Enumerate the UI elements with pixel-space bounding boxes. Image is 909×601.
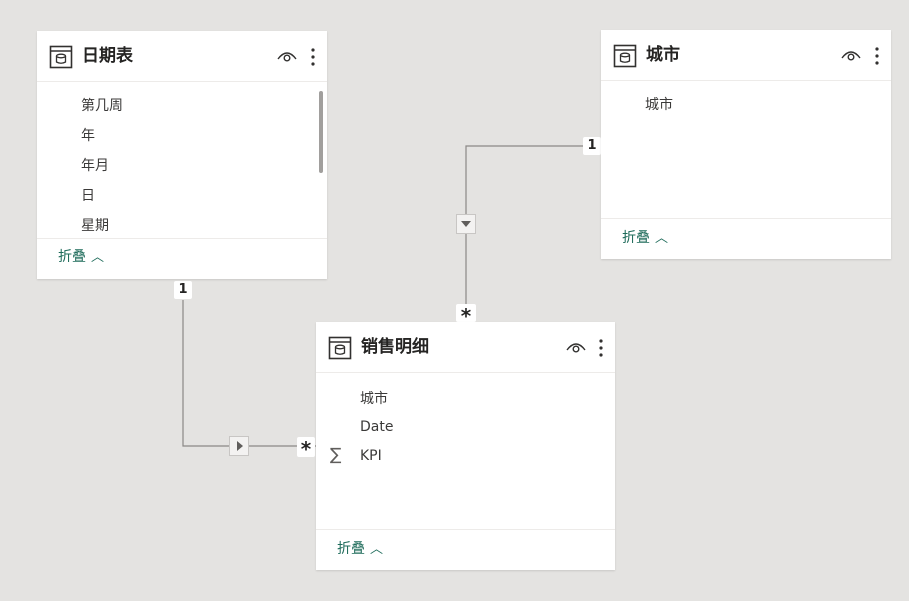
more-options-icon[interactable] xyxy=(598,337,604,359)
field-row[interactable]: 城市 xyxy=(316,384,615,412)
field-row[interactable]: 城市 xyxy=(601,90,891,120)
table-card-sales[interactable]: 销售明细 城市 Date ∑ KPI 折叠 ︿ xyxy=(316,322,615,570)
field-label: 星期 xyxy=(81,218,109,234)
table-card-header[interactable]: 销售明细 xyxy=(316,322,615,373)
table-card-city[interactable]: 城市 城市 折叠 ︿ xyxy=(601,30,891,259)
scrollbar-thumb[interactable] xyxy=(319,91,323,173)
table-card-header[interactable]: 城市 xyxy=(601,30,891,81)
field-row[interactable]: ∑ KPI xyxy=(316,441,615,471)
field-label: 城市 xyxy=(645,97,673,113)
more-options-icon[interactable] xyxy=(310,46,316,68)
field-row[interactable]: 第几周 xyxy=(37,91,327,121)
field-label: 年月 xyxy=(81,158,109,174)
field-row[interactable]: Date xyxy=(316,412,615,441)
field-label: 第几周 xyxy=(81,98,123,114)
cardinality-many-sales-left: * xyxy=(297,437,315,461)
field-row[interactable]: 年月 xyxy=(37,151,327,181)
field-row[interactable]: 日 xyxy=(37,181,327,211)
chevron-up-icon: ︿ xyxy=(91,250,105,265)
more-options-icon[interactable] xyxy=(874,45,880,67)
table-icon xyxy=(613,44,637,68)
field-label: 城市 xyxy=(360,391,388,407)
table-card-header[interactable]: 日期表 xyxy=(37,31,327,82)
field-list[interactable]: 城市 Date ∑ KPI xyxy=(316,384,615,534)
cardinality-one-city: 1 xyxy=(583,137,601,155)
table-icon xyxy=(328,336,352,360)
table-card-footer: 折叠 ︿ xyxy=(601,218,891,259)
field-row[interactable]: 年 xyxy=(37,121,327,151)
relationship-line-date-sales[interactable] xyxy=(182,300,316,447)
field-label: KPI xyxy=(360,448,382,464)
field-list[interactable]: 城市 xyxy=(601,90,891,210)
collapse-label: 折叠 xyxy=(622,230,650,246)
table-card-footer: 折叠 ︿ xyxy=(37,238,327,279)
field-row[interactable]: 星期 xyxy=(37,211,327,239)
cardinality-one-date: 1 xyxy=(174,281,192,299)
cardinality-many-sales-top: * xyxy=(456,304,476,328)
field-label: 日 xyxy=(81,188,95,204)
field-list[interactable]: 第几周 年 年月 日 星期 xyxy=(37,91,327,239)
collapse-button[interactable]: 折叠 ︿ xyxy=(337,540,383,559)
eye-icon[interactable] xyxy=(277,49,297,63)
chevron-up-icon: ︿ xyxy=(655,231,669,246)
sigma-icon: ∑ xyxy=(330,445,342,465)
collapse-label: 折叠 xyxy=(58,249,86,265)
chevron-up-icon: ︿ xyxy=(370,542,384,557)
filter-direction-right-icon[interactable] xyxy=(229,436,249,456)
table-card-footer: 折叠 ︿ xyxy=(316,529,615,570)
field-label: 年 xyxy=(81,128,95,144)
table-title: 日期表 xyxy=(82,46,133,66)
field-label: Date xyxy=(360,419,394,435)
relationship-line-city-sales[interactable] xyxy=(465,145,601,322)
table-title: 城市 xyxy=(646,45,680,65)
filter-direction-down-icon[interactable] xyxy=(456,214,476,234)
collapse-button[interactable]: 折叠 ︿ xyxy=(58,248,104,267)
table-icon xyxy=(49,45,73,69)
eye-icon[interactable] xyxy=(841,48,861,62)
table-card-date[interactable]: 日期表 第几周 年 年月 日 星期 折叠 ︿ xyxy=(37,31,327,279)
eye-icon[interactable] xyxy=(566,340,586,354)
collapse-label: 折叠 xyxy=(337,541,365,557)
collapse-button[interactable]: 折叠 ︿ xyxy=(622,229,668,248)
table-title: 销售明细 xyxy=(361,337,429,357)
